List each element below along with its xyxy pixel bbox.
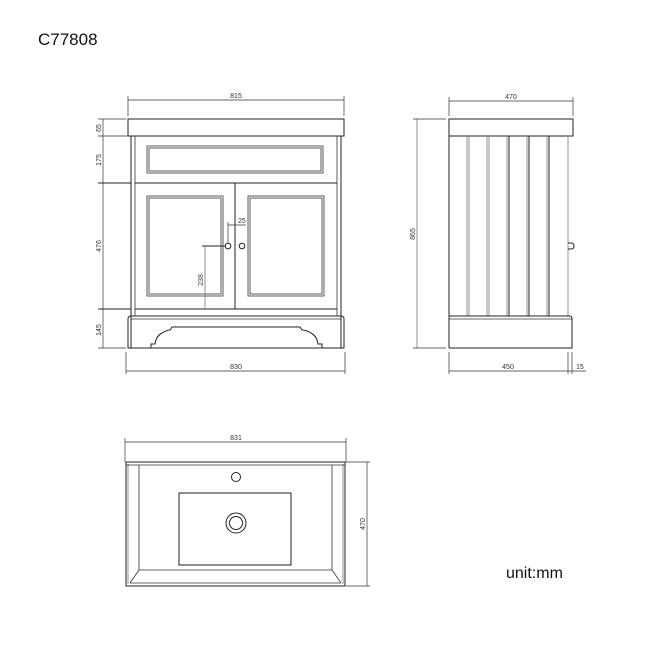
side-view: 470 865 450 15 <box>410 94 586 374</box>
drain-outer <box>225 512 247 534</box>
drain-inner <box>229 516 243 530</box>
drawer-panel <box>146 145 324 174</box>
dim-basin-width: 831 <box>230 435 242 442</box>
unit-label: unit:mm <box>506 565 563 582</box>
side-handle <box>568 242 575 250</box>
dim-side-base-depth: 450 <box>502 364 514 371</box>
dim-front-width: 815 <box>230 93 242 100</box>
front-view: 815 25 238 <box>96 93 346 374</box>
right-door-knob <box>238 242 246 250</box>
dim-handle-projection: 15 <box>576 364 584 371</box>
basin-well <box>178 492 292 566</box>
side-plinth <box>449 315 573 349</box>
tap-hole <box>231 472 241 482</box>
side-countertop <box>448 118 574 137</box>
dim-handle-height: 238 <box>198 274 205 286</box>
dim-door-height: 476 <box>96 240 103 252</box>
dim-countertop-height: 65 <box>96 124 103 132</box>
dim-basin-depth: 470 <box>360 518 367 530</box>
dim-handle-offset: 25 <box>238 218 246 225</box>
dim-drawer-height: 175 <box>96 154 103 166</box>
right-door-panel <box>247 195 325 297</box>
left-door-knob <box>224 242 232 250</box>
basin-outline <box>125 461 346 587</box>
countertop <box>127 118 345 137</box>
basin-top-view: 831 470 <box>124 435 370 587</box>
dim-side-top-depth: 470 <box>505 94 517 101</box>
dim-side-height: 865 <box>410 228 417 240</box>
plinth <box>127 315 345 349</box>
dim-base-width: 830 <box>230 364 242 371</box>
product-code: C77808 <box>38 30 98 49</box>
dim-plinth-height: 145 <box>96 324 103 336</box>
